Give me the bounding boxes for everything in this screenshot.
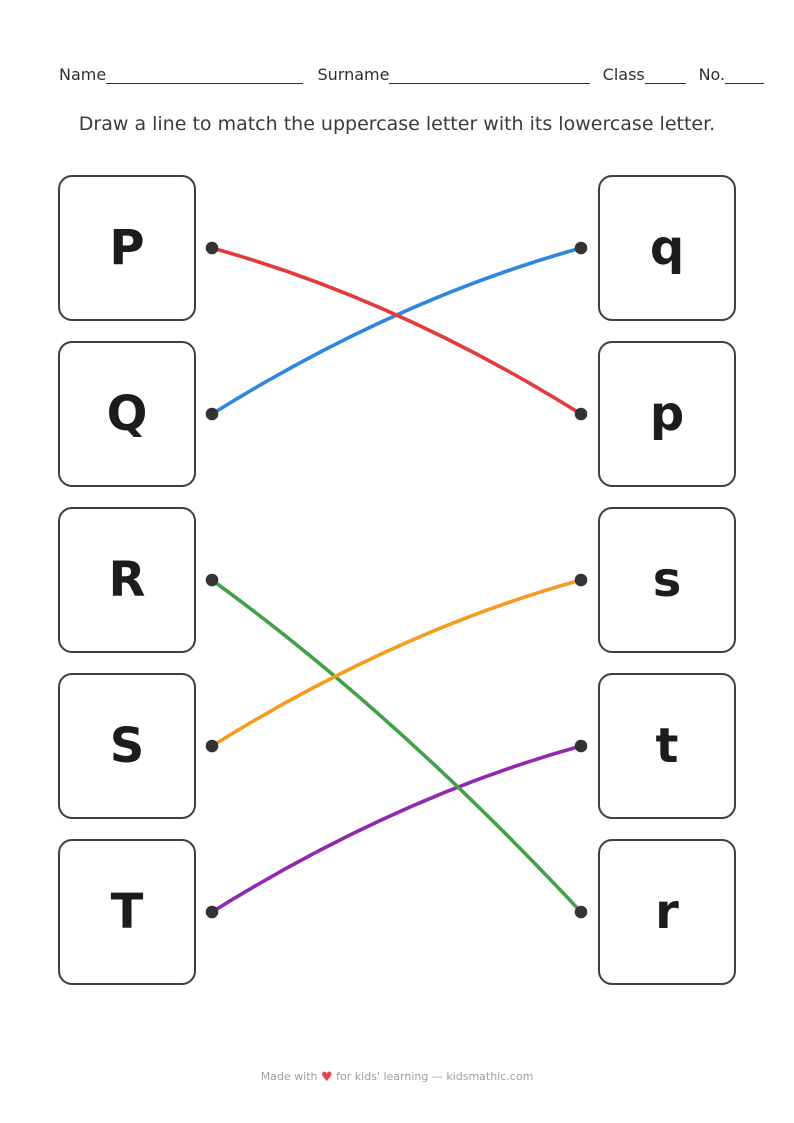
letter-box-s: s <box>598 507 736 653</box>
letter-box-Q: Q <box>58 341 196 487</box>
connector-dot-R[interactable] <box>205 573 219 587</box>
connector-dot-S[interactable] <box>205 739 219 753</box>
header: Name Surname Class No. <box>59 64 764 86</box>
surname-underline <box>389 78 590 84</box>
no-label: No. <box>698 65 726 84</box>
connector-dot-T[interactable] <box>205 905 219 919</box>
letter-box-t: t <box>598 673 736 819</box>
surname-label: Surname <box>317 65 390 84</box>
connector-dot-q[interactable] <box>574 241 588 255</box>
footer: Made with ♥ for kids' learning — kidsmat… <box>0 1070 794 1085</box>
letter-box-S: S <box>58 673 196 819</box>
connector-dot-P[interactable] <box>205 241 219 255</box>
connector-dot-s[interactable] <box>574 573 588 587</box>
connector-dot-Q[interactable] <box>205 407 219 421</box>
match-line-P-p <box>210 246 583 416</box>
match-line-Q-q <box>210 246 583 416</box>
name-label: Name <box>59 65 107 84</box>
match-line-R-r <box>210 578 583 914</box>
letter-box-R: R <box>58 507 196 653</box>
connector-dot-t[interactable] <box>574 739 588 753</box>
instruction-title: Draw a line to match the uppercase lette… <box>78 113 716 135</box>
letter-box-P: P <box>58 175 196 321</box>
connector-dot-r[interactable] <box>574 905 588 919</box>
heart-icon: ♥ <box>321 1070 333 1085</box>
footer-made-with: Made with <box>260 1070 318 1083</box>
class-label: Class <box>602 65 645 84</box>
letter-box-r: r <box>598 839 736 985</box>
name-underline <box>106 78 304 84</box>
letter-box-p: p <box>598 341 736 487</box>
letter-box-q: q <box>598 175 736 321</box>
connector-dot-p[interactable] <box>574 407 588 421</box>
letter-box-T: T <box>58 839 196 985</box>
match-line-T-t <box>210 744 583 914</box>
footer-text: for kids' learning — kidsmathic.com <box>336 1070 534 1083</box>
match-line-S-s <box>210 578 583 748</box>
no-underline <box>725 78 764 84</box>
class-underline <box>644 78 686 84</box>
